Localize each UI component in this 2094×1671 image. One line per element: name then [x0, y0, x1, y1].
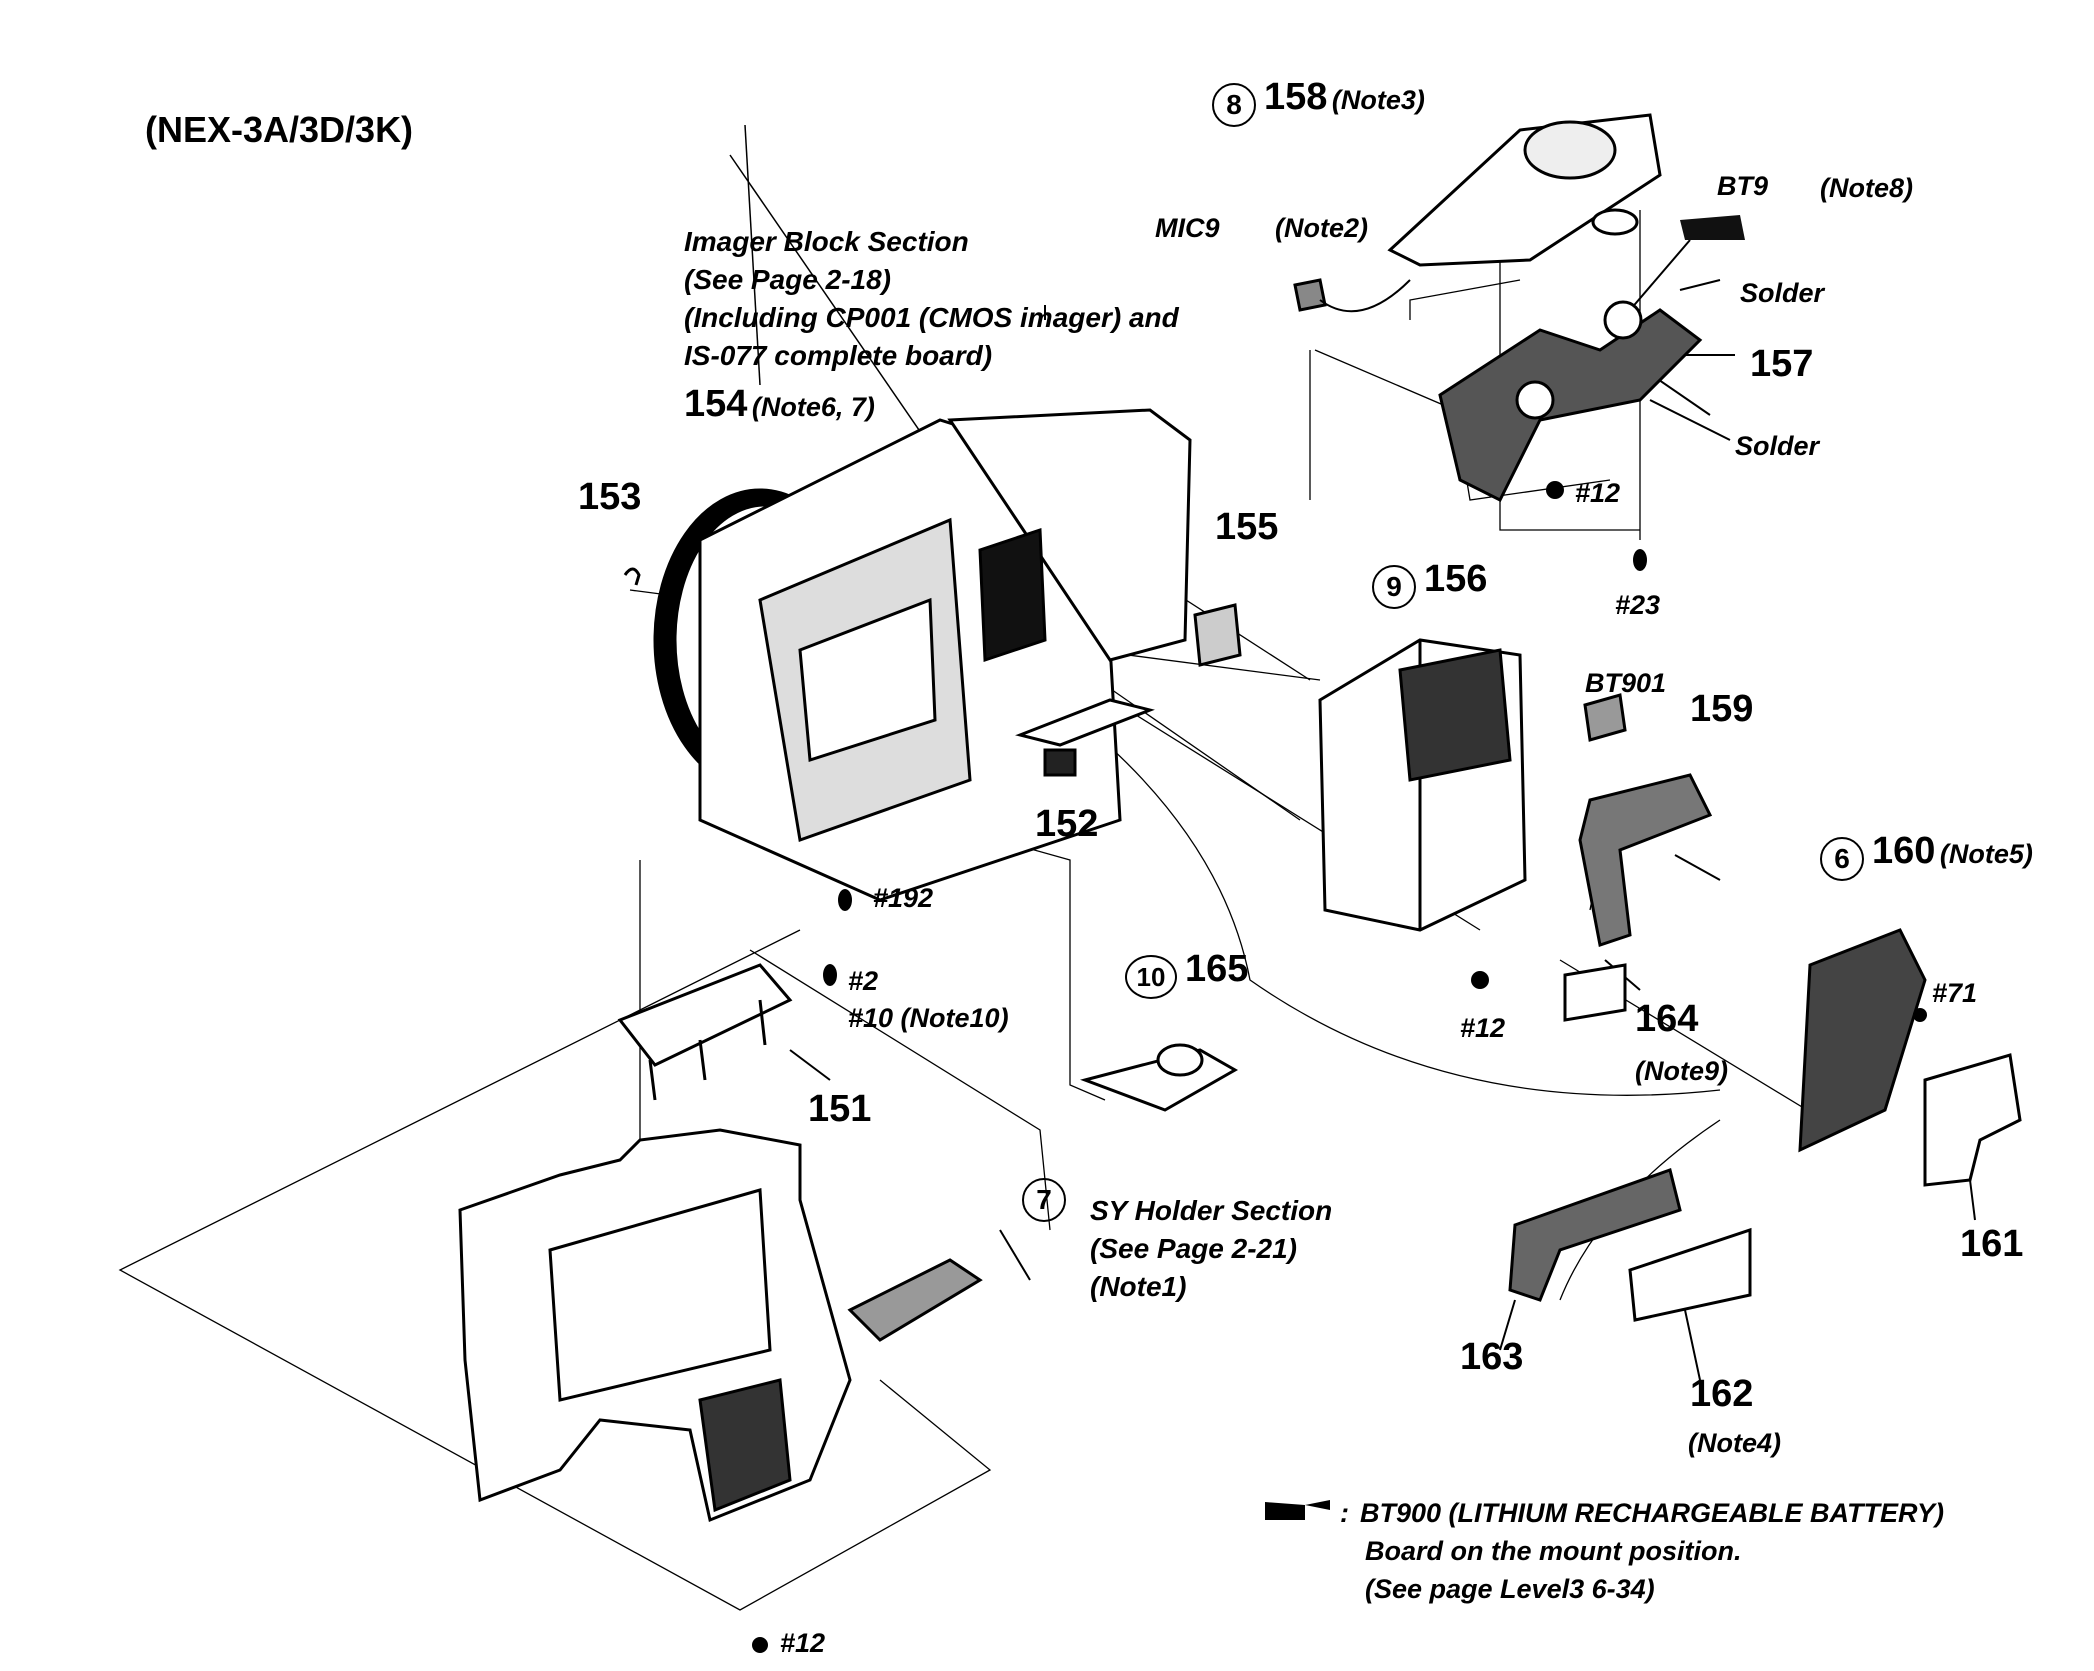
page-title: (NEX-3A/3D/3K): [145, 109, 414, 150]
label-mic9-note: (Note2): [1275, 213, 1368, 243]
label-screw-10-note: #10 (Note10): [848, 1003, 1009, 1033]
label-screw-2: #2: [848, 966, 879, 996]
leader-line: [744, 124, 761, 386]
sy-holder-part: [847, 1258, 983, 1342]
circled-6: 6: [1820, 836, 1864, 881]
label-solder-1: Solder: [1740, 278, 1825, 308]
sy-holder-frame: [458, 1128, 852, 1523]
label-screw-12-bottom: #12: [780, 1628, 826, 1658]
part-161-plate: [1923, 1053, 2022, 1187]
label-163: 163: [1460, 1336, 1524, 1378]
screw-icons: [752, 481, 1927, 1653]
part-bt9: [1591, 208, 1639, 236]
label-164: 164: [1635, 998, 1699, 1040]
imager-block-line4: IS-077 complete board): [684, 340, 993, 371]
label-162-note: (Note4): [1688, 1428, 1781, 1458]
label-sy-holder: 7: [1022, 1178, 1074, 1222]
leader-line: [999, 1229, 1031, 1281]
bt900-symbol: [1680, 215, 1745, 240]
part-159-flex: [1578, 773, 1713, 947]
part-165-module: [1080, 1043, 1239, 1112]
assembly-line: [1499, 230, 1640, 531]
circled-8: 8: [1212, 82, 1256, 127]
label-solder-2: Solder: [1735, 431, 1820, 461]
part-mic9: [1293, 278, 1327, 312]
leader-line: [1499, 1299, 1516, 1351]
leader-line: [1674, 854, 1721, 881]
note: (Note6, 7): [751, 392, 875, 422]
part-152-bracket: [1015, 698, 1155, 777]
part-160-board: [1798, 928, 1927, 1153]
part-number: 154: [684, 383, 748, 425]
label-screw-12-top: #12: [1575, 478, 1621, 508]
label-bt9: BT9: [1717, 171, 1769, 201]
part-151-cover: [617, 963, 793, 1101]
legend-line3: (See page Level3 6-34): [1365, 1574, 1655, 1604]
part-158-top-cover: [1387, 113, 1662, 267]
imager-block-line1: Imager Block Section: [684, 226, 969, 257]
label-154: 154 (Note6, 7): [684, 385, 875, 423]
part-163-flex: [1508, 1168, 1682, 1302]
imager-block-line2: (See Page 2-18): [684, 264, 891, 295]
legend-separator: :: [1340, 1498, 1349, 1528]
part-number: 165: [1185, 948, 1249, 990]
legend-bt900-symbol: [1265, 1500, 1330, 1520]
label-screw-12-mid: #12: [1460, 1013, 1506, 1043]
label-bt9-note: (Note8): [1820, 173, 1913, 203]
part-162-sheet: [1628, 1227, 1752, 1322]
legend-line1: BT900 (LITHIUM RECHARGEABLE BATTERY): [1360, 1498, 1945, 1528]
label-screw-23: #23: [1615, 590, 1661, 620]
part-number: 158: [1264, 76, 1328, 118]
label-151: 151: [808, 1088, 872, 1130]
part-number: 160: [1872, 830, 1936, 872]
part-154-camera-body: [653, 408, 1192, 902]
sy-holder-line2: (See Page 2-21): [1090, 1233, 1297, 1264]
part-155-clip: [1193, 603, 1242, 667]
label-155: 155: [1215, 506, 1279, 548]
sy-holder-line1: SY Holder Section: [1090, 1195, 1333, 1226]
label-153: 153: [578, 476, 642, 518]
part-number: 156: [1424, 558, 1488, 600]
label-bt901: BT901: [1585, 668, 1667, 698]
leader-line: [1679, 279, 1721, 291]
leader-line: [789, 1049, 831, 1081]
label-152: 152: [1035, 803, 1099, 845]
label-161: 161: [1960, 1223, 2024, 1265]
leader-line: [1684, 1309, 1701, 1381]
note: (Note3): [1331, 85, 1425, 115]
label-157: 157: [1750, 343, 1814, 385]
circled-10: 10: [1125, 954, 1177, 999]
label-screw-192: #192: [873, 883, 934, 913]
label-162: 162: [1690, 1373, 1754, 1415]
label-screw-71: #71: [1932, 978, 1978, 1008]
assembly-line: [1409, 279, 1521, 320]
legend-line2: Board on the mount position.: [1365, 1536, 1742, 1566]
circled-9: 9: [1372, 564, 1416, 609]
label-164-note: (Note9): [1635, 1056, 1728, 1086]
part-153-hook: [623, 567, 641, 586]
leader-line: [1649, 399, 1731, 441]
assembly-line: [118, 929, 992, 1611]
sy-holder-line3: (Note1): [1090, 1271, 1187, 1302]
part-bt901: [1583, 693, 1627, 742]
part-164-sheet: [1563, 963, 1627, 1022]
label-mic9: MIC9: [1155, 213, 1220, 243]
label-159: 159: [1690, 688, 1754, 730]
leader-line: [1629, 239, 1691, 311]
part-157-board: [1438, 300, 1703, 503]
part-156-battery-box: [1318, 638, 1527, 932]
circled-7: 7: [1022, 1178, 1066, 1222]
note: (Note5): [1939, 839, 2033, 869]
imager-block-line3: (Including CP001 (CMOS imager) and: [684, 302, 1179, 333]
